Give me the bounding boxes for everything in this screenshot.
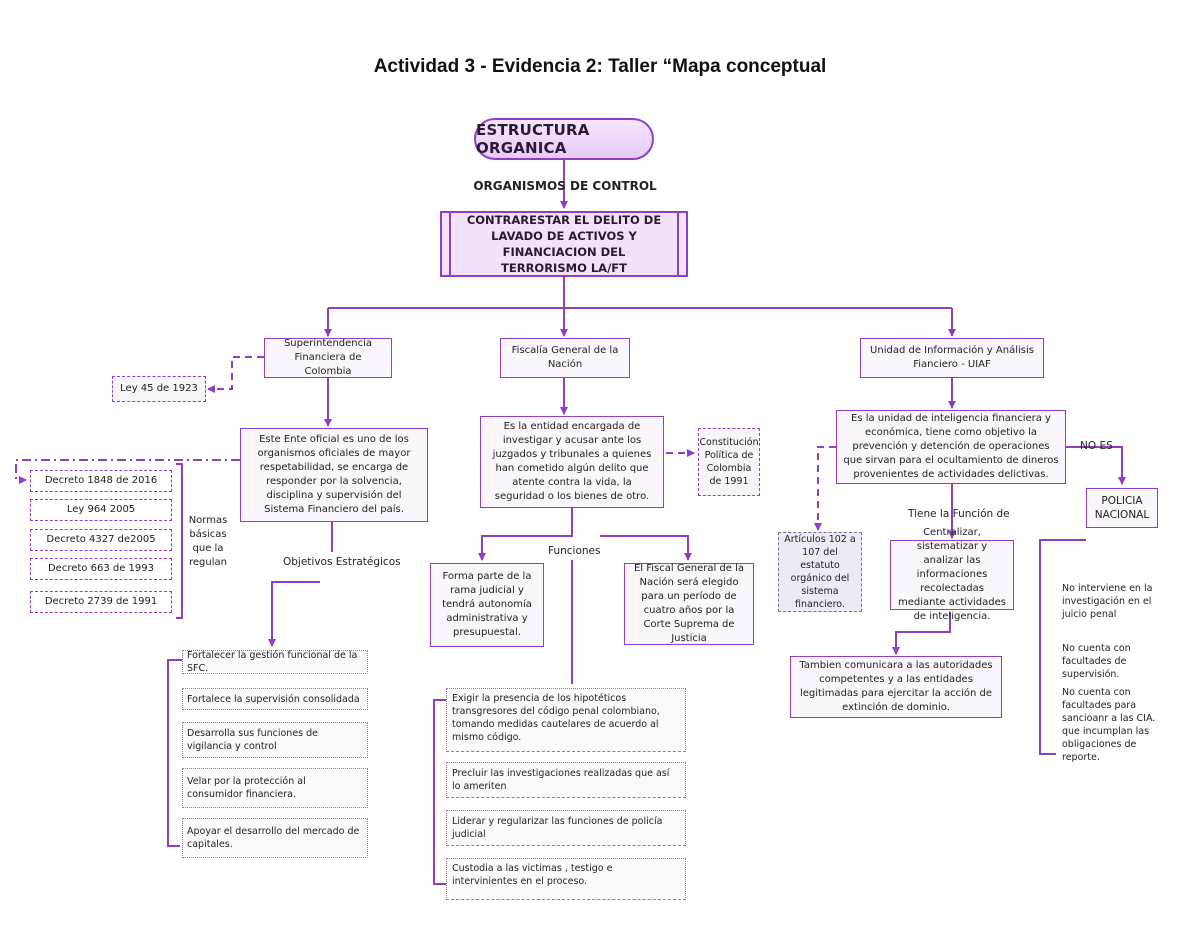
objetivo-item: Apoyar el desarrollo del mercado de capi…	[182, 818, 368, 858]
page-title: Actividad 3 - Evidencia 2: Taller “Mapa …	[373, 56, 827, 77]
uiaf-node: Unidad de Información y Análisis Fiancie…	[860, 338, 1044, 378]
no-es-label: NO ES	[1080, 440, 1113, 452]
funciones-label: Funciones	[548, 545, 601, 557]
superintendencia-description: Este Ente oficial es uno de los organism…	[240, 428, 428, 522]
decreto-item: Decreto 2739 de 1991	[30, 591, 172, 613]
policia-note: No cuenta con facultades de supervisión.	[1062, 643, 1131, 680]
objetivo-item: Desarrolla sus funciones de vigilancia y…	[182, 722, 368, 758]
root-node: ESTRUCTURA ORGANICA	[474, 118, 654, 160]
objetivo-item: Velar por la protección al consumidor fi…	[182, 768, 368, 808]
uiaf-description: Es la unidad de inteligencia financiera …	[836, 410, 1066, 484]
organismos-label: ORGANISMOS DE CONTROL	[473, 179, 657, 193]
funcion-node: Centralizar, sistematizar y analizar las…	[890, 527, 1014, 622]
policia-note: No interviene en la investigación en el …	[1062, 583, 1153, 620]
tiene-funcion-label: Tiene la Función de	[908, 508, 1010, 520]
superintendencia-node: Superintendencia Financiera de Colombia	[264, 338, 392, 378]
normas-label: Normas básicas que la regulan	[188, 515, 228, 568]
central-text: CONTRARESTAR EL DELITO DE LAVADO DE ACTI…	[466, 213, 662, 275]
decreto-item: Ley 964 2005	[30, 499, 172, 521]
decreto-item: Decreto 663 de 1993	[30, 558, 172, 580]
central-node: CONTRARESTAR EL DELITO DE LAVADO DE ACTI…	[440, 211, 688, 277]
funcion-item: Liderar y regularizar las funciones de p…	[446, 810, 686, 846]
fiscalia-node: Fiscalía General de la Nación	[500, 338, 630, 378]
fiscalia-description: Es la entidad encargada de investigar y …	[480, 416, 664, 508]
rama-judicial-node: Forma parte de la rama judicial y tendrá…	[430, 563, 544, 647]
objetivo-item: Fortalecer la gestión funcional de la SF…	[182, 650, 368, 674]
policia-node: POLICIA NACIONAL	[1086, 488, 1158, 528]
decreto-item: Decreto 4327 de2005	[30, 529, 172, 551]
fiscal-general-node: El Fiscal General de la Nación será eleg…	[624, 563, 754, 645]
objetivos-label: Objetivos Estratégicos	[283, 556, 401, 568]
articulos-node: Artículos 102 a 107 del estatuto orgánic…	[778, 532, 862, 612]
funcion-item: Custodia a las victimas , testigo e inte…	[446, 858, 686, 900]
funcion-item: Exigir la presencia de los hipotéticos t…	[446, 688, 686, 752]
funcion-item: Precluir las investigaciones realizadas …	[446, 762, 686, 798]
objetivo-item: Fortalece la supervisión consolidada	[182, 688, 368, 710]
ley-45-node: Ley 45 de 1923	[112, 376, 206, 402]
constitucion-node: Constitución Política de Colombia de 199…	[698, 428, 760, 496]
policia-note: No cuenta con facultades para sancioanr …	[1062, 687, 1156, 763]
comunicara-node: Tambien comunicara a las autoridades com…	[790, 656, 1002, 718]
decreto-item: Decreto 1848 de 2016	[30, 470, 172, 492]
